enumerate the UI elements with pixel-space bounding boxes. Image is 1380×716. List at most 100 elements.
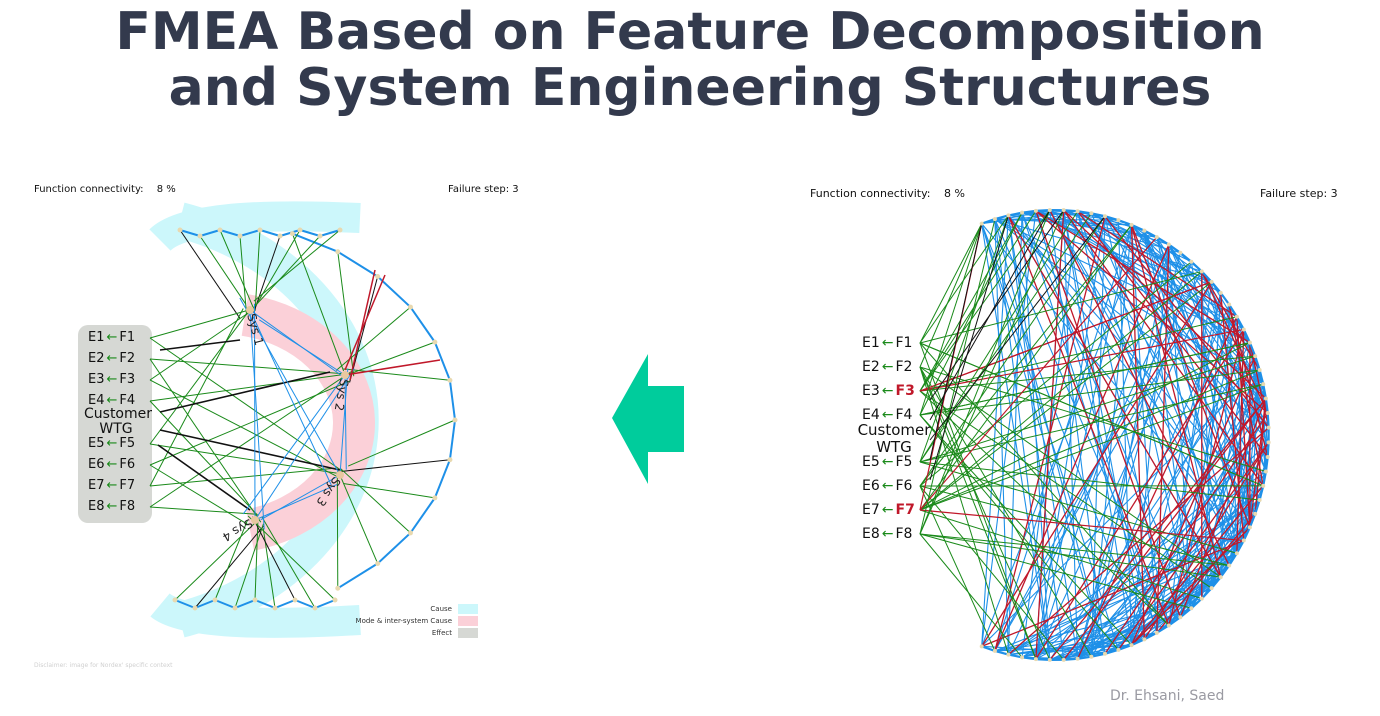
edge-boundary [1258, 369, 1265, 385]
edge-cause-mode [247, 515, 336, 601]
function-node [1154, 235, 1159, 240]
arrow-left-icon: ← [881, 359, 894, 375]
function-node [1253, 511, 1258, 516]
edge-boundary [1168, 243, 1181, 254]
edge-cause [259, 229, 281, 237]
edge-failure [1104, 412, 1269, 655]
function-node [1033, 657, 1038, 662]
edge-mesh [1104, 216, 1192, 609]
effect-label: E8 [88, 499, 105, 514]
function-node [1061, 208, 1066, 213]
edge-cause-mode [199, 235, 247, 305]
right-connectivity: Function connectivity: 8 % [810, 187, 965, 200]
edge-inter-system [254, 484, 338, 521]
edge-cause-mode [254, 521, 259, 601]
edge-cause [337, 250, 379, 278]
edge-effect [149, 467, 335, 487]
cause-node [375, 274, 381, 280]
edge-black [929, 209, 1051, 421]
system-label: Sys 2 [332, 378, 351, 412]
effect-label: E1 [88, 330, 105, 345]
edge-mesh [994, 281, 1213, 652]
effect-label: E5 [862, 454, 880, 470]
cause-node [332, 597, 338, 603]
function-label: F2 [895, 359, 913, 375]
effect-label: E5 [88, 436, 105, 451]
cause-node [312, 605, 318, 611]
function-node [1257, 368, 1262, 373]
edge-effect [919, 533, 1221, 578]
edge-effect [919, 366, 1267, 472]
function-node [1234, 551, 1239, 556]
edge-failure [1130, 355, 1256, 646]
edge-boundary [1264, 456, 1269, 472]
mode-ring [241, 294, 375, 551]
edge-boundary [1235, 540, 1245, 554]
edge-cause [409, 306, 436, 343]
cause-node [297, 227, 303, 233]
function-node [1116, 218, 1121, 223]
edge-failure [1076, 316, 1238, 660]
edge-effect [919, 224, 1132, 511]
edge-failure [1007, 215, 1222, 578]
arrow-left-icon: ← [106, 478, 118, 493]
edge-boundary [1156, 236, 1170, 246]
edge-mesh [1049, 209, 1238, 554]
edge-effect [919, 355, 1256, 392]
effect-label: E2 [862, 359, 880, 375]
function-node [1142, 228, 1147, 233]
cause-node [407, 304, 413, 310]
edge-cause [319, 229, 341, 237]
edge-failure [1063, 398, 1267, 661]
edge-failure [1049, 398, 1267, 661]
edge-cause [292, 232, 339, 253]
edge-effect [919, 215, 1009, 463]
edge-effect [149, 464, 250, 526]
edge-cause [194, 599, 216, 609]
edge-effect [919, 209, 1065, 535]
cause-node [172, 597, 178, 603]
effect-label: E3 [862, 383, 880, 399]
edge-cause-mode [253, 235, 281, 313]
arrow-left-icon: ← [106, 393, 118, 408]
edge-boundary [1063, 209, 1078, 213]
edge-boundary [1091, 212, 1106, 218]
cause-node [257, 227, 263, 233]
edge-inter-system [344, 374, 347, 470]
edge-cause-mode [214, 520, 248, 601]
arrow-left-icon: ← [106, 499, 118, 514]
edge-mesh [1077, 252, 1181, 659]
edge-boundary [1131, 638, 1145, 647]
edge-boundary [1200, 587, 1213, 600]
right-row-5: E5←F5 [862, 454, 912, 470]
edge-mesh [981, 230, 1145, 647]
cause-node [432, 495, 438, 501]
edge-cause-mode [337, 470, 379, 564]
function-node [1209, 586, 1214, 591]
edge-cause-mode [261, 516, 316, 609]
edge-effect [919, 212, 1023, 416]
function-label: F4 [119, 393, 136, 408]
edge-failure [919, 236, 1158, 511]
edge-boundary [1264, 398, 1269, 414]
edge-failure [994, 244, 1170, 652]
edge-effect [149, 370, 354, 508]
cause-node [317, 233, 323, 239]
edge-effect [919, 383, 1264, 511]
function-node [1020, 210, 1025, 215]
edge-mesh [1021, 212, 1051, 660]
effect-label: E6 [88, 457, 105, 472]
cause-node [192, 605, 198, 611]
edge-mesh [1035, 281, 1213, 660]
left-failure-step: Failure step: 3 [448, 184, 519, 195]
edge-boundary [1262, 471, 1268, 487]
edge-mesh [981, 223, 1145, 640]
function-node [992, 648, 997, 653]
failed-function-label: F3 [895, 383, 915, 399]
cause-node [335, 249, 341, 255]
edge-effect [919, 461, 1260, 501]
edge-boundary [1254, 499, 1261, 515]
edge-inter-system [258, 319, 346, 376]
edge-failure [1179, 398, 1267, 618]
edge-boundary [994, 214, 1009, 221]
